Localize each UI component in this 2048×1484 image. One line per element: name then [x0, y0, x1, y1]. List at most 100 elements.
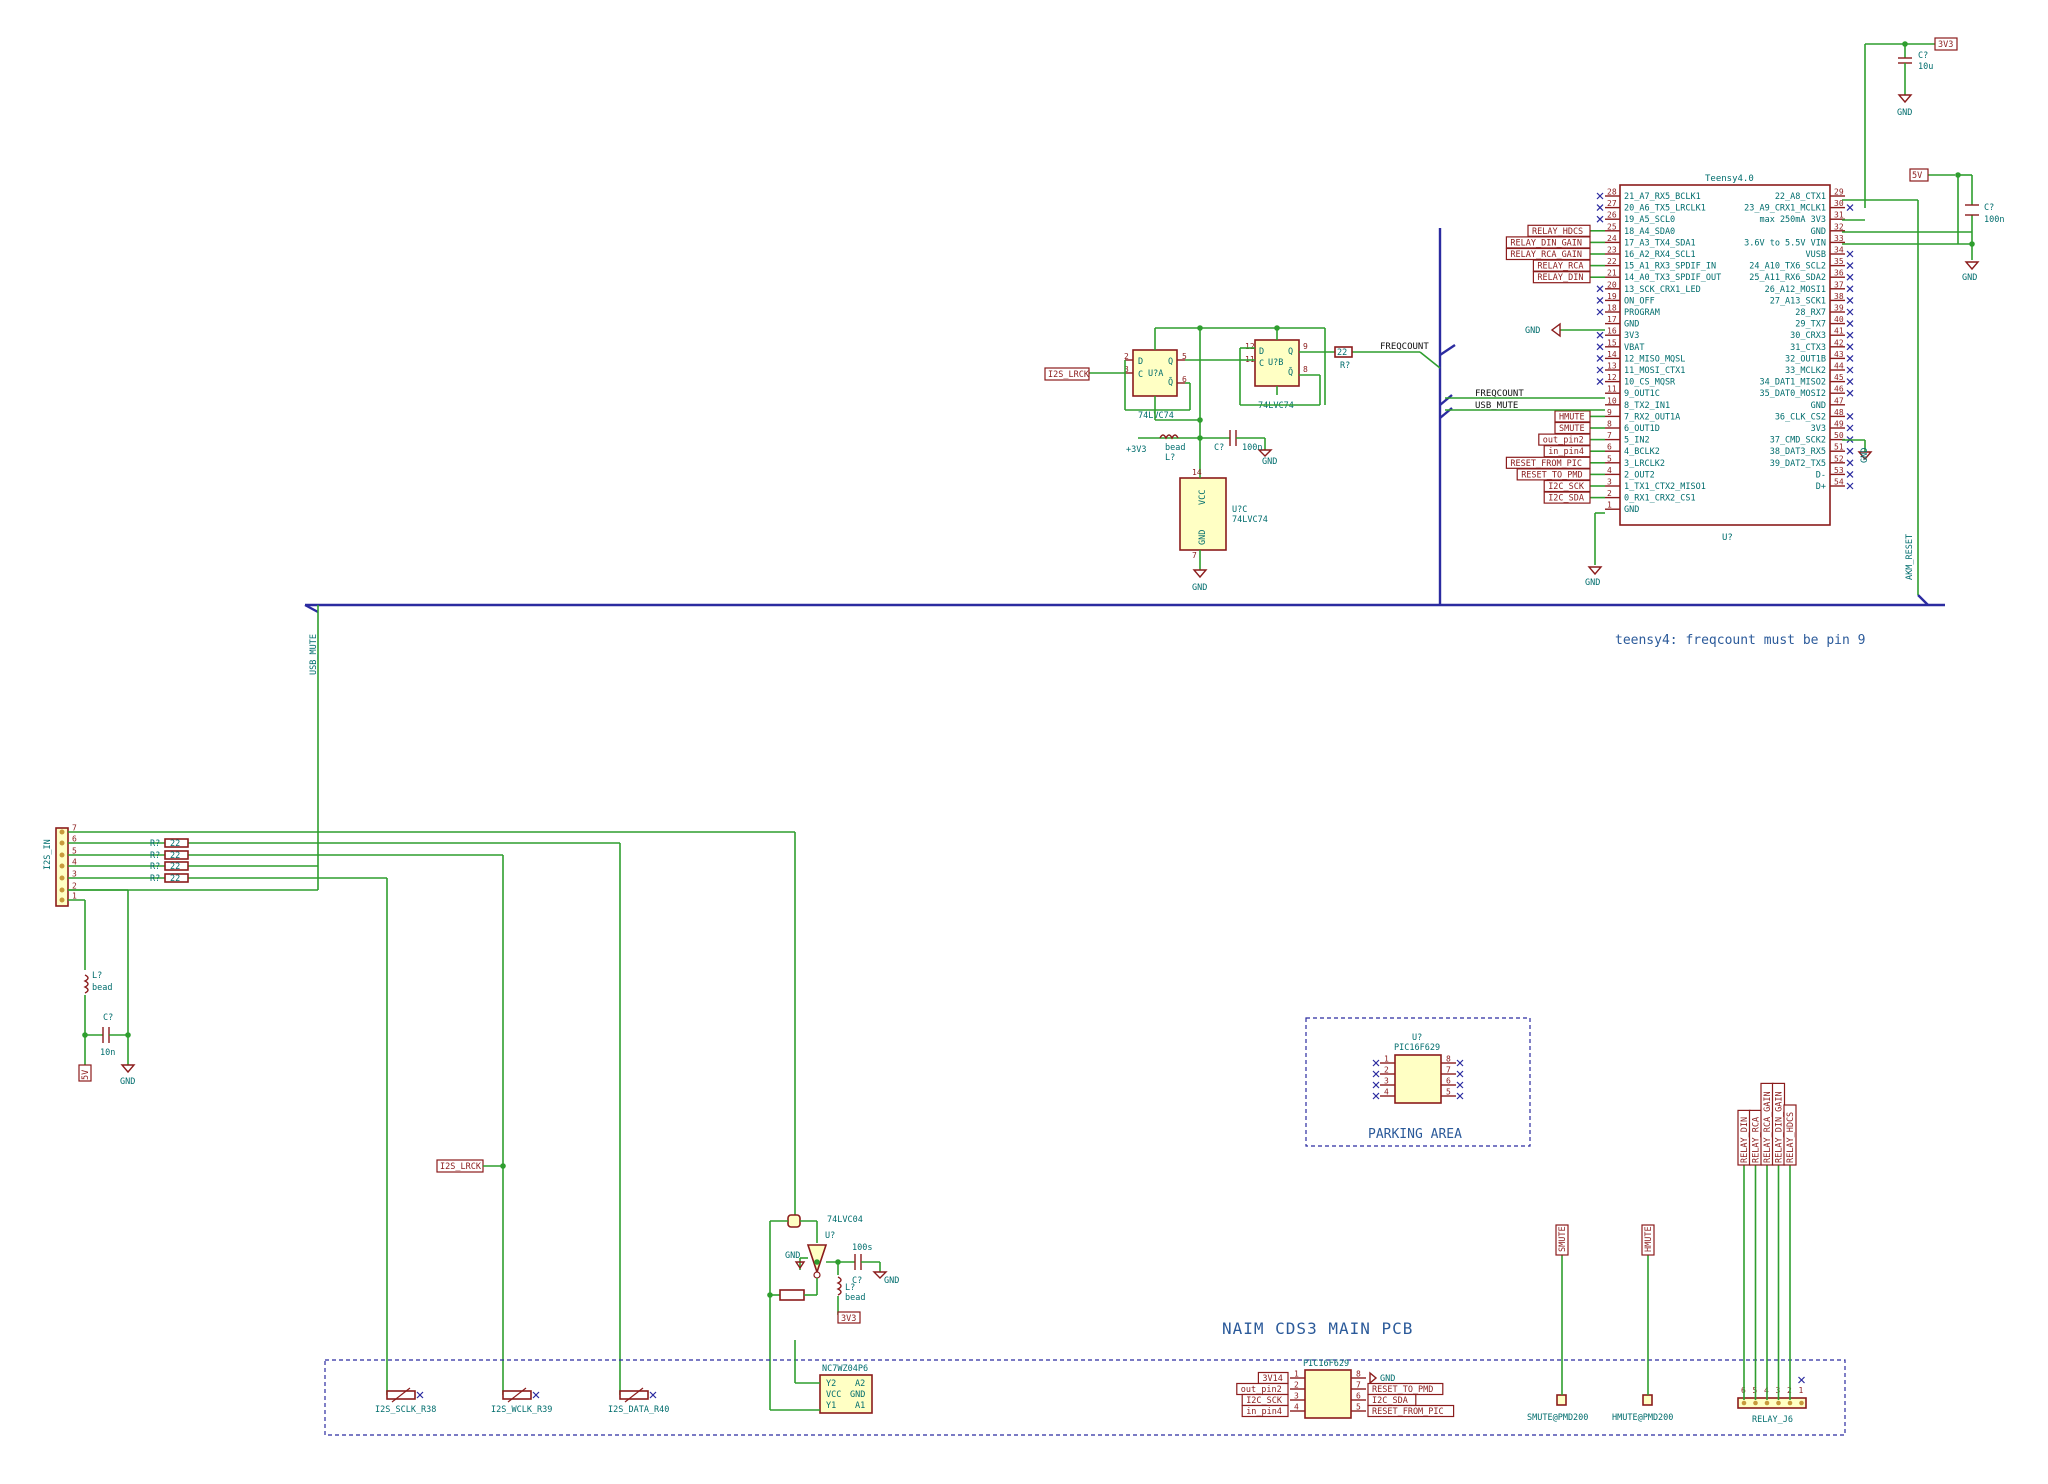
cap-ref: C?	[1214, 443, 1224, 453]
pic-pin-number: 5	[1356, 1403, 1361, 1412]
teensy-pin-number: 13	[1607, 362, 1617, 371]
teensy-pin-name: 36_CLK_CS2	[1775, 412, 1826, 422]
series-resistor	[164, 838, 189, 848]
no-connect-mark	[1846, 378, 1854, 386]
pin-q: Q	[1288, 347, 1293, 357]
pic-pin-number: 6	[1446, 1077, 1451, 1086]
pin-number: 14	[1192, 468, 1202, 477]
teensy-pin-name: 17_A3_TX4_SDA1	[1624, 238, 1696, 248]
teensy-pin-name: GND	[1811, 227, 1826, 237]
teensy-pin-number: 23	[1607, 246, 1617, 255]
series-resistor	[164, 861, 189, 871]
teensy-pin-name: 31_CTX3	[1790, 343, 1826, 353]
main-pcb-title: NAIM CDS3 MAIN PCB	[1222, 1319, 1413, 1338]
pin-d: D	[1259, 347, 1264, 357]
teensy-pin-name: 24_A10_TX6_SCL2	[1749, 262, 1826, 272]
resistor-value: 22	[170, 851, 180, 861]
pin-number: 7	[1192, 551, 1197, 560]
no-connect-mark	[1846, 296, 1854, 304]
i2s-in-label: I2S_IN	[43, 839, 53, 870]
net-label-box	[1554, 421, 1591, 435]
teensy-pin-number: 43	[1834, 350, 1844, 359]
pin-number: 12	[1245, 342, 1255, 351]
no-connect-mark	[1846, 262, 1854, 270]
net-label: RELAY_RCA_GAIN	[1510, 250, 1582, 260]
net-label-box	[1554, 410, 1591, 423]
teensy-pin-name: 7_RX2_OUT1A	[1624, 412, 1680, 422]
resistor-value: 22	[170, 874, 180, 884]
pic-pin-number: 1	[1384, 1055, 1389, 1064]
pin-number: 5	[1182, 352, 1187, 361]
nc7-value: NC7WZ04P6	[822, 1364, 868, 1374]
cap-value: 10n	[100, 1048, 115, 1058]
pin-y2: Y2	[826, 1379, 836, 1389]
pic-pin-number: 4	[1294, 1403, 1299, 1412]
teensy-pin-name: 11_MOSI_CTX1	[1624, 366, 1685, 376]
teensy-pin-number: 54	[1834, 478, 1844, 487]
teensy-pin-name: 8_TX2_IN1	[1624, 401, 1670, 411]
teensy-pin-number: 47	[1834, 396, 1844, 405]
connector-pin	[59, 829, 65, 835]
teensy-pin-name: 20_A6_TX5_LRCLK1	[1624, 204, 1706, 214]
teensy-pin-number: 22	[1607, 257, 1617, 266]
no-connect-mark	[1596, 192, 1604, 200]
teensy-pin-name: D-	[1816, 470, 1826, 480]
teensy-pin-name: 14_A0_TX3_SPDIF_OUT	[1624, 273, 1721, 283]
no-connect-mark	[416, 1391, 424, 1399]
teensy-pin-number: 40	[1834, 315, 1844, 324]
teensy-pin-name: ON_OFF	[1624, 296, 1655, 306]
pcb-resistor-ref: I2S_DATA_R40	[608, 1405, 669, 1415]
teensy-pin-name: 10_CS_MQSR	[1624, 378, 1676, 388]
teensy-pin-number: 49	[1834, 420, 1844, 429]
connector-pin-number: 3	[72, 870, 77, 879]
pin-qb: Q̄	[1288, 366, 1293, 378]
net-label: I2C_SDA	[1372, 1396, 1408, 1406]
no-connect-mark	[1798, 1376, 1805, 1384]
u7b-ref: U?B	[1268, 358, 1283, 368]
net-label: RELAY_RCA	[1537, 262, 1583, 272]
teensy-pin-name: 4_BCLK2	[1624, 447, 1660, 457]
pic-park-ref: U?	[1412, 1033, 1422, 1043]
teensy-pin-name: 37_CMD_SCK2	[1770, 436, 1826, 446]
no-connect-mark	[1846, 424, 1854, 432]
teensy-pin-name: 16_A2_RX4_SCL1	[1624, 250, 1696, 260]
gnd-label: GND	[785, 1251, 800, 1261]
power-5v-label: 5V	[81, 1070, 91, 1080]
flipflop-section: D C Q Q̄ U?A 74LVC74 2 3 5 6 D C Q Q̄ U?…	[1044, 325, 1441, 593]
net-label: RESET_TO_PMD	[1521, 470, 1582, 480]
no-connect-mark	[1846, 331, 1854, 339]
no-connect-mark	[1596, 354, 1604, 362]
pic-pin-number: 3	[1294, 1392, 1299, 1401]
pic-pin-number: 7	[1446, 1066, 1451, 1075]
no-connect-mark	[1846, 470, 1854, 478]
teensy-pin-number: 17	[1607, 315, 1617, 324]
teensy-pin-name: 1_TX1_CTX2_MISO1	[1624, 482, 1706, 492]
connector-pin	[59, 840, 65, 846]
no-connect-mark	[1846, 447, 1854, 455]
u7b-value: 74LVC74	[1258, 401, 1294, 411]
no-connect-mark	[1596, 378, 1604, 386]
teensy-pin-number: 44	[1834, 362, 1844, 371]
teensy-pin-name: max 250mA 3V3	[1759, 215, 1826, 225]
freqcount-note: teensy4: freqcount must be pin 9	[1615, 633, 1865, 648]
teensy-pin-number: 18	[1607, 304, 1617, 313]
connector-pin-number: 4	[72, 858, 77, 867]
header-pin	[1787, 1400, 1793, 1406]
u7a-value: 74LVC74	[1138, 411, 1174, 421]
no-connect-mark	[1372, 1070, 1380, 1078]
net-label: RELAY_RCA_GAIN	[1763, 1091, 1773, 1163]
bead-label: bead	[845, 1293, 865, 1303]
net-label: I2C_SDA	[1548, 494, 1584, 504]
net-label-box	[1367, 1404, 1455, 1418]
teensy-pin-number: 48	[1834, 408, 1844, 417]
teensy-pin-number: 20	[1607, 280, 1617, 289]
gnd-label: GND	[1380, 1374, 1395, 1384]
smute-testpoint-ref: SMUTE@PMD200	[1527, 1413, 1588, 1423]
teensy-pin-number: 4	[1607, 466, 1612, 475]
pin-d: D	[1138, 357, 1143, 367]
teensy-pin-name: 29_TX7	[1795, 320, 1826, 330]
